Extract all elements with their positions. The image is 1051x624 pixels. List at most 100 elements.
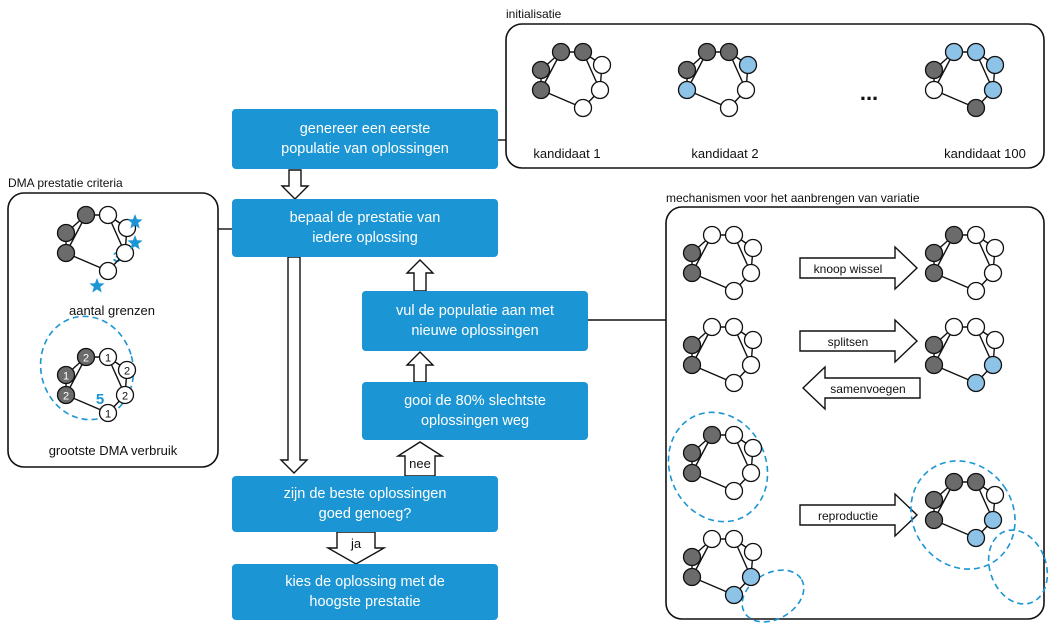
graph-node	[117, 360, 137, 380]
consumption-label: grootste DMA verbruik	[49, 443, 178, 458]
merge-label: samenvoegen	[830, 382, 905, 396]
good-enough-check-step: zijn de beste oplossingen goed genoeg?	[232, 476, 498, 532]
variation-panel	[665, 206, 1045, 620]
boundary-count: 3	[113, 249, 121, 266]
graph-node	[966, 42, 986, 62]
graph-node	[531, 80, 551, 100]
graph-node	[531, 60, 551, 80]
graph-node	[573, 42, 593, 62]
graph-node	[738, 55, 758, 75]
graph-node	[724, 425, 744, 445]
graph-node	[56, 385, 76, 405]
graph-node	[985, 330, 1005, 350]
graph-node	[983, 355, 1003, 375]
graph-node	[702, 225, 722, 245]
evaluate-step: bepaal de prestatie van iedere oplossing	[232, 199, 498, 257]
arrow-generate-to-evaluate	[280, 169, 310, 200]
graph-node	[677, 60, 697, 80]
graph-node	[682, 335, 702, 355]
graph-node	[924, 335, 944, 355]
graph-node	[56, 365, 76, 385]
graph-node	[682, 355, 702, 375]
graph-node	[743, 438, 763, 458]
split-label: splitsen	[828, 335, 869, 349]
arrow-fill-to-evaluate	[405, 259, 435, 292]
node-value: 2	[122, 391, 128, 403]
graph-node	[924, 60, 944, 80]
graph-node	[682, 547, 702, 567]
step-line: gooi de 80% slechtste	[404, 393, 546, 409]
graph-node	[98, 403, 118, 423]
graph-node	[944, 472, 964, 492]
graph-node	[76, 205, 96, 225]
generate-population-step: genereer een eerste populatie van oploss…	[232, 109, 498, 169]
graph-node	[966, 373, 986, 393]
step-line: zijn de beste oplossingen	[283, 486, 447, 502]
step-line: nieuwe oplossingen	[411, 323, 539, 339]
graph-node	[724, 373, 744, 393]
variation-title: mechanismen voor het aanbrengen van vari…	[666, 191, 920, 205]
graph-node	[966, 472, 986, 492]
reproduce-arrow	[799, 492, 919, 538]
arrow-yes	[325, 531, 387, 565]
graph-node	[724, 585, 744, 605]
graph-node	[677, 80, 697, 100]
graph-node	[944, 225, 964, 245]
graph-node	[590, 80, 610, 100]
graph-node	[573, 98, 593, 118]
graph-node	[924, 510, 944, 530]
graph-node	[115, 385, 135, 405]
initialisation-panel	[505, 23, 1045, 169]
graph-node	[736, 80, 756, 100]
graph-node	[924, 243, 944, 263]
swap-label: knoop wissel	[814, 262, 883, 276]
graph-node	[682, 443, 702, 463]
swap-arrow	[799, 245, 919, 291]
graph-node	[966, 98, 986, 118]
step-line: kies de oplossing met de	[285, 574, 445, 590]
graph-node	[115, 243, 135, 263]
graph-node	[697, 42, 717, 62]
candidate-1-label: kandidaat 1	[533, 146, 600, 161]
graph-node	[98, 347, 118, 367]
graph-node	[56, 243, 76, 263]
graph-node	[702, 529, 722, 549]
step-line: goed genoeg?	[318, 506, 412, 522]
merge-arrow	[801, 365, 921, 411]
consumption-value: 5	[96, 391, 104, 408]
node-value: 2	[63, 391, 69, 403]
graph-node	[924, 490, 944, 510]
graph-node	[682, 243, 702, 263]
graph-node	[966, 225, 986, 245]
step-line: oplossingen weg	[420, 413, 530, 429]
dashed-region	[741, 569, 805, 623]
split-arrow	[799, 318, 919, 364]
graph-node	[56, 223, 76, 243]
arrow-discard-to-fill	[405, 351, 435, 383]
graph-node	[944, 42, 964, 62]
node-value: 2	[124, 366, 130, 378]
graph-node	[741, 355, 761, 375]
graph-node	[741, 463, 761, 483]
graph-node	[924, 80, 944, 100]
graph-node	[98, 261, 118, 281]
graph-node	[724, 225, 744, 245]
graph-node	[983, 80, 1003, 100]
graph-node	[966, 317, 986, 337]
graph-node	[924, 355, 944, 375]
candidate-2-label: kandidaat 2	[691, 146, 758, 161]
arrow-evaluate-to-check	[279, 256, 309, 474]
discard-worst-step: gooi de 80% slechtste oplossingen weg	[362, 382, 588, 440]
graph-node	[719, 42, 739, 62]
node-value: 1	[63, 371, 69, 383]
dashed-region	[910, 460, 1016, 570]
graph-node	[944, 317, 964, 337]
graph-node	[966, 281, 986, 301]
initialisation-title: initialisatie	[506, 7, 562, 21]
graph-node	[702, 425, 722, 445]
node-value: 1	[105, 353, 111, 365]
dashed-region	[987, 529, 1049, 605]
step-line: genereer een eerste	[299, 121, 431, 137]
